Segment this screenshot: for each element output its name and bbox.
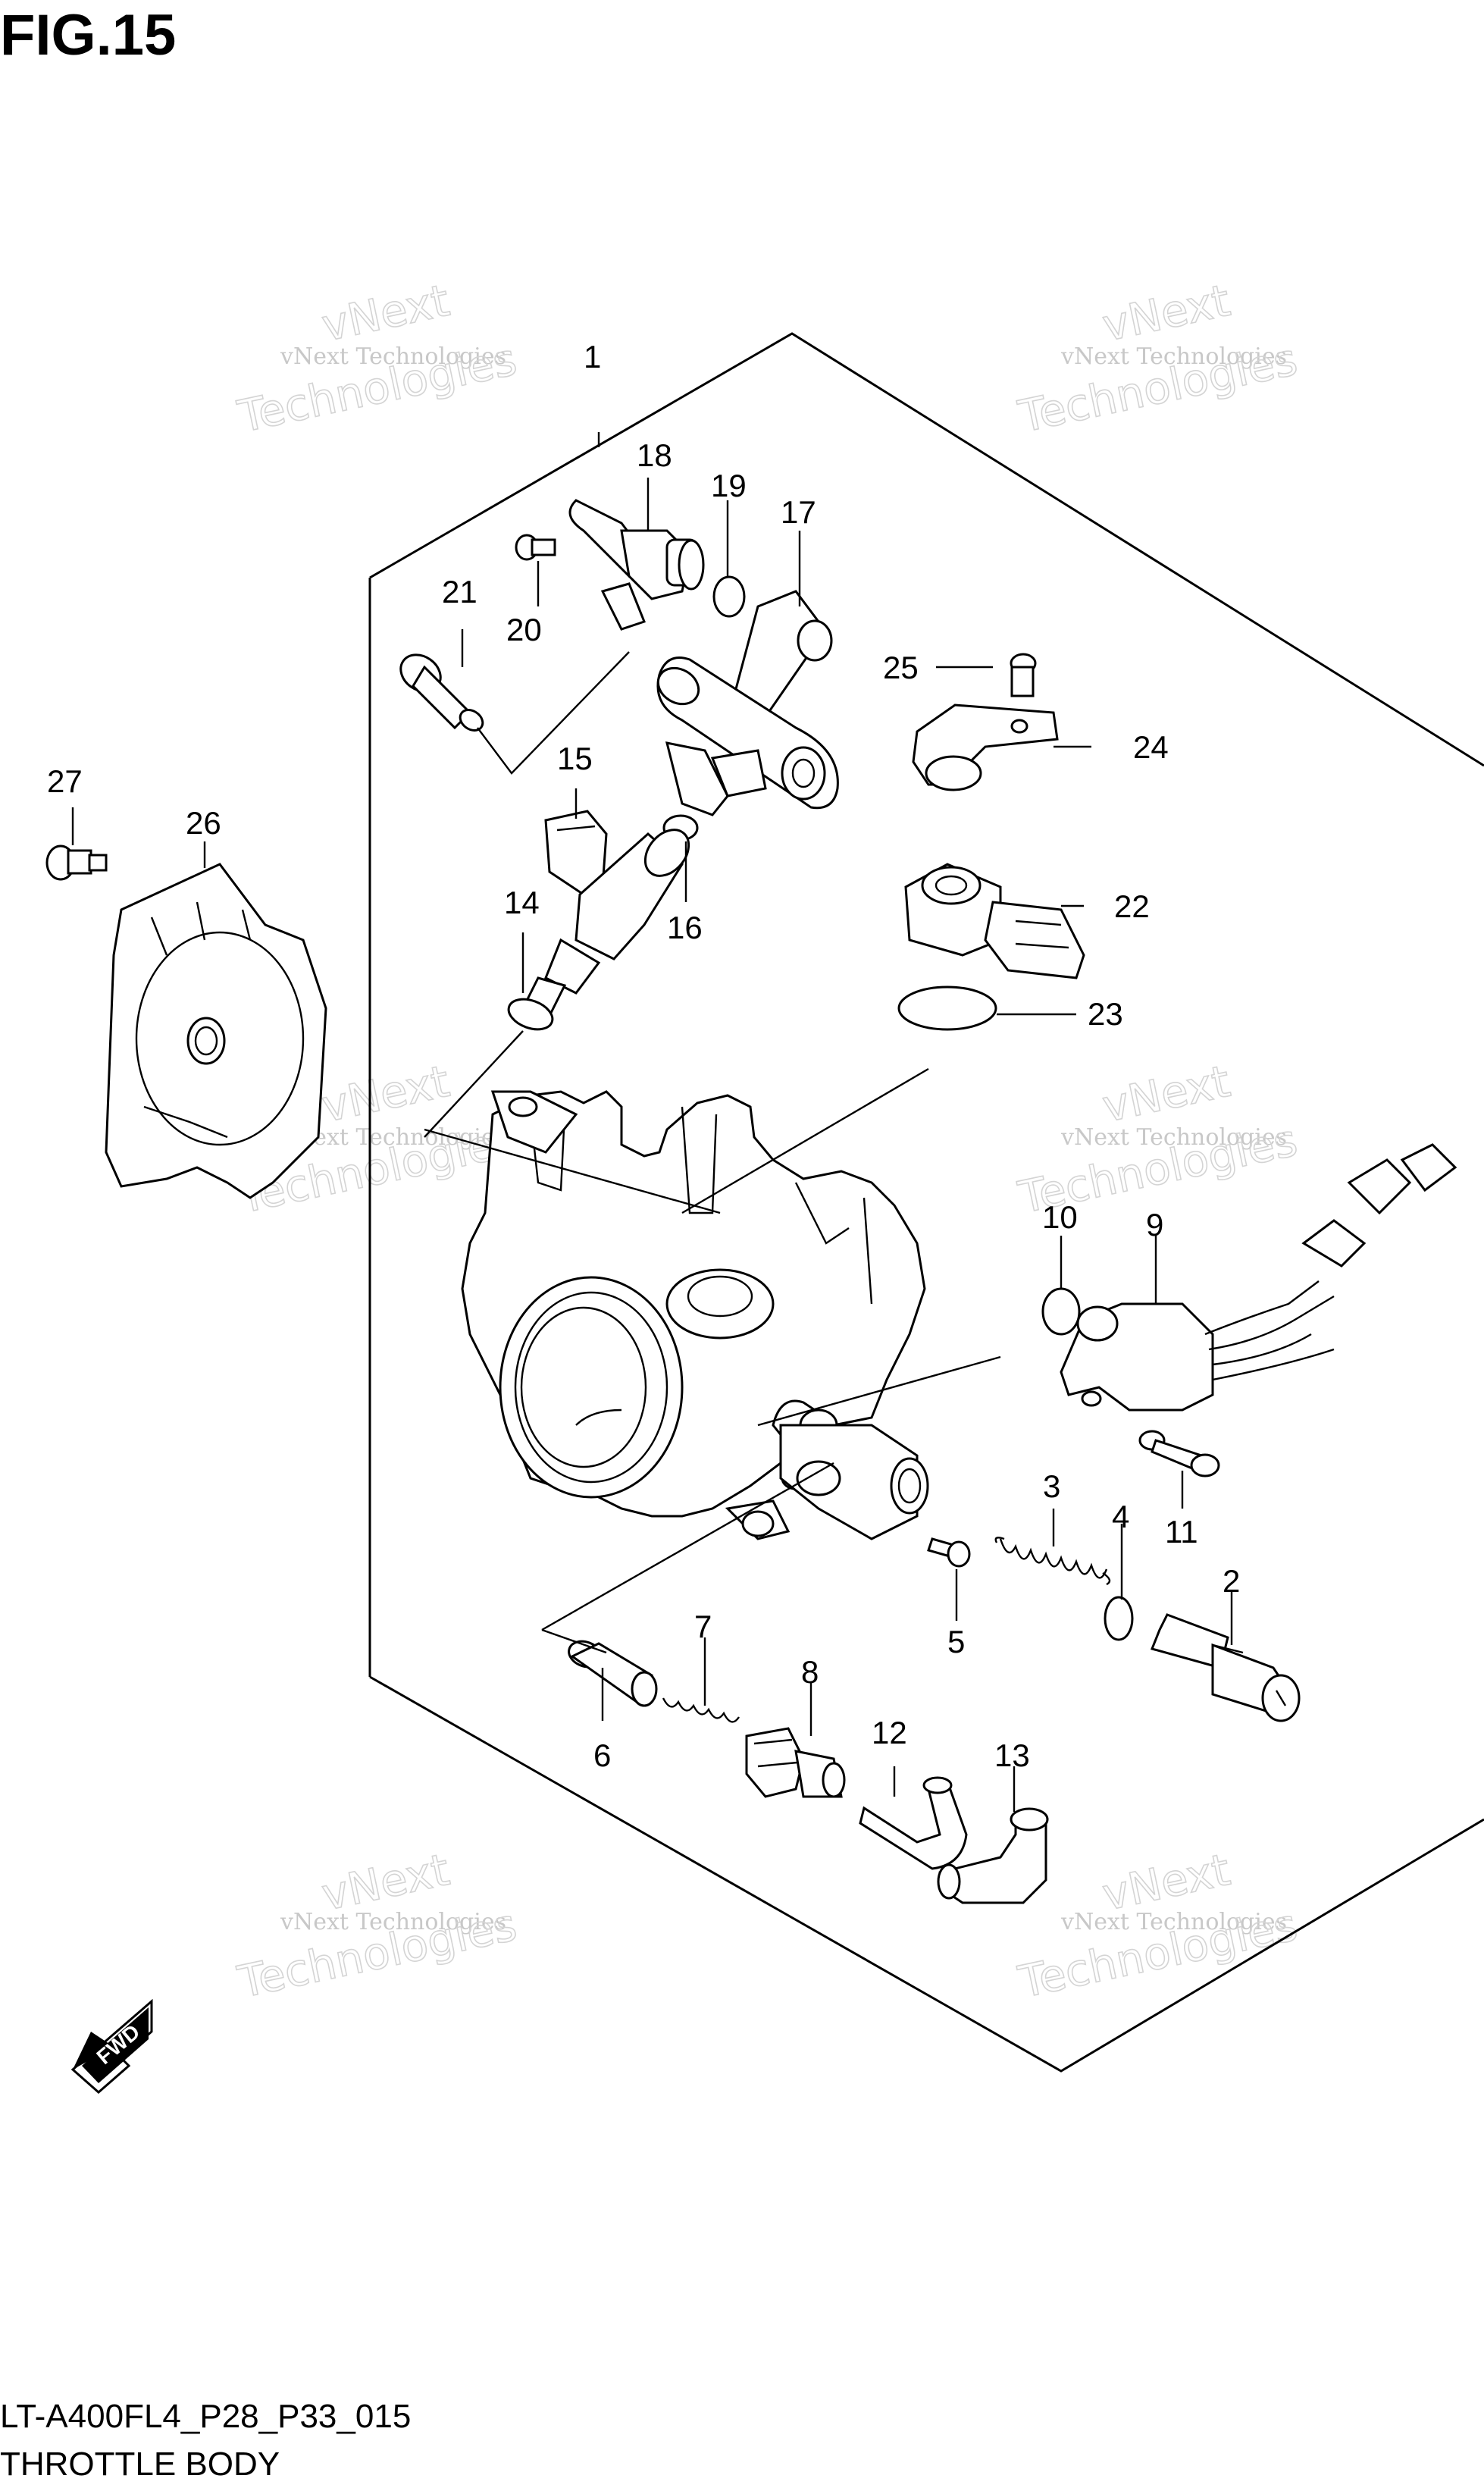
figure-title: FIG.15 (0, 3, 176, 67)
svg-text:vNext Technologies: vNext Technologies (280, 343, 506, 370)
callout-19: 19 (711, 468, 747, 503)
watermark-top-left: vNext vNext Technologies Technologies (233, 274, 521, 443)
callout-13: 13 (994, 1738, 1030, 1773)
assembly-boundary-bottom (369, 1675, 1484, 2073)
callout-12: 12 (872, 1715, 907, 1750)
part-19-o-ring (712, 575, 746, 618)
callout-26: 26 (186, 805, 221, 841)
callout-14: 14 (504, 885, 540, 920)
callout-3: 3 (1043, 1468, 1060, 1504)
part-25-screw (1010, 653, 1037, 697)
watermark-mid-right: vNext vNext Technologies Technologies (1013, 1054, 1302, 1224)
part-22-sensor (904, 863, 1085, 979)
callout-24: 24 (1133, 729, 1169, 765)
part-5-screw (927, 1537, 971, 1568)
svg-text:vNext: vNext (318, 274, 454, 352)
part-21-plug (399, 653, 484, 732)
leader-lines (71, 432, 1233, 1812)
callout-20: 20 (506, 612, 542, 647)
svg-text:vNext Technologies: vNext Technologies (1060, 1124, 1287, 1151)
callout-18: 18 (637, 437, 672, 473)
callout-6: 6 (593, 1738, 611, 1773)
assembly-boundary (369, 332, 1484, 767)
model-code: LT-A400FL4_P28_P33_015 (0, 2398, 411, 2435)
part-20-screw (515, 534, 556, 561)
part-6-sleeve (568, 1640, 658, 1707)
svg-text:vNext Technologies: vNext Technologies (1060, 1909, 1287, 1935)
part-12-hose (859, 1776, 968, 1870)
svg-text:vNext: vNext (1098, 1055, 1235, 1133)
callout-4: 4 (1112, 1499, 1129, 1534)
callout-2: 2 (1223, 1563, 1240, 1599)
callout-9: 9 (1146, 1207, 1163, 1242)
callout-5: 5 (947, 1624, 965, 1659)
callout-17: 17 (781, 494, 816, 530)
callout-15: 15 (557, 741, 593, 776)
fwd-arrow: FWD (70, 1998, 153, 2094)
part-14-injector (507, 829, 690, 1031)
part-27-screw (45, 844, 108, 881)
callout-11: 11 (1165, 1514, 1198, 1550)
part-4-o-ring (1104, 1596, 1134, 1641)
part-7-spring (662, 1697, 740, 1723)
callout-27: 27 (47, 763, 83, 799)
idle-port-block (779, 1424, 929, 1540)
part-3-spring (994, 1537, 1111, 1586)
diagram-caption: THROTTLE BODY (0, 2446, 280, 2483)
callout-23: 23 (1088, 996, 1123, 1032)
part-2-adjust-screw (1150, 1613, 1301, 1722)
part-11-screw (1138, 1430, 1220, 1477)
callout-8: 8 (801, 1654, 819, 1690)
part-26-cover (105, 863, 327, 1199)
part-9-tps-sensor (1060, 1143, 1457, 1412)
part-23-o-ring (897, 985, 997, 1031)
part-24-bracket (912, 703, 1059, 791)
svg-text:vNext Technologies: vNext Technologies (280, 1909, 506, 1935)
callout-1: 1 (584, 339, 601, 374)
part-8-plunger (745, 1727, 846, 1798)
callout-25: 25 (883, 650, 919, 685)
watermark-top-right: vNext vNext Technologies Technologies (1013, 274, 1302, 443)
callout-16: 16 (667, 910, 703, 945)
callout-7: 7 (694, 1609, 712, 1644)
callout-22: 22 (1114, 888, 1150, 924)
part-13-elbow (937, 1807, 1049, 1904)
watermark-bottom-left: vNext vNext Technologies Technologies (233, 1843, 521, 2009)
callout-21: 21 (442, 574, 477, 609)
callout-10: 10 (1042, 1199, 1078, 1235)
svg-text:vNext Technologies: vNext Technologies (1060, 343, 1287, 370)
watermark-bottom-right: vNext vNext Technologies Technologies (1013, 1843, 1302, 2009)
svg-text:vNext: vNext (1098, 274, 1235, 352)
svg-text:vNext: vNext (318, 1055, 454, 1133)
part-18-sensor (568, 499, 705, 631)
callout-labels: 1 2 3 4 5 6 7 8 9 10 11 12 13 14 15 16 1… (47, 339, 1240, 1773)
part-10-o-ring (1041, 1287, 1081, 1336)
part-17-fuel-rail (656, 590, 839, 816)
